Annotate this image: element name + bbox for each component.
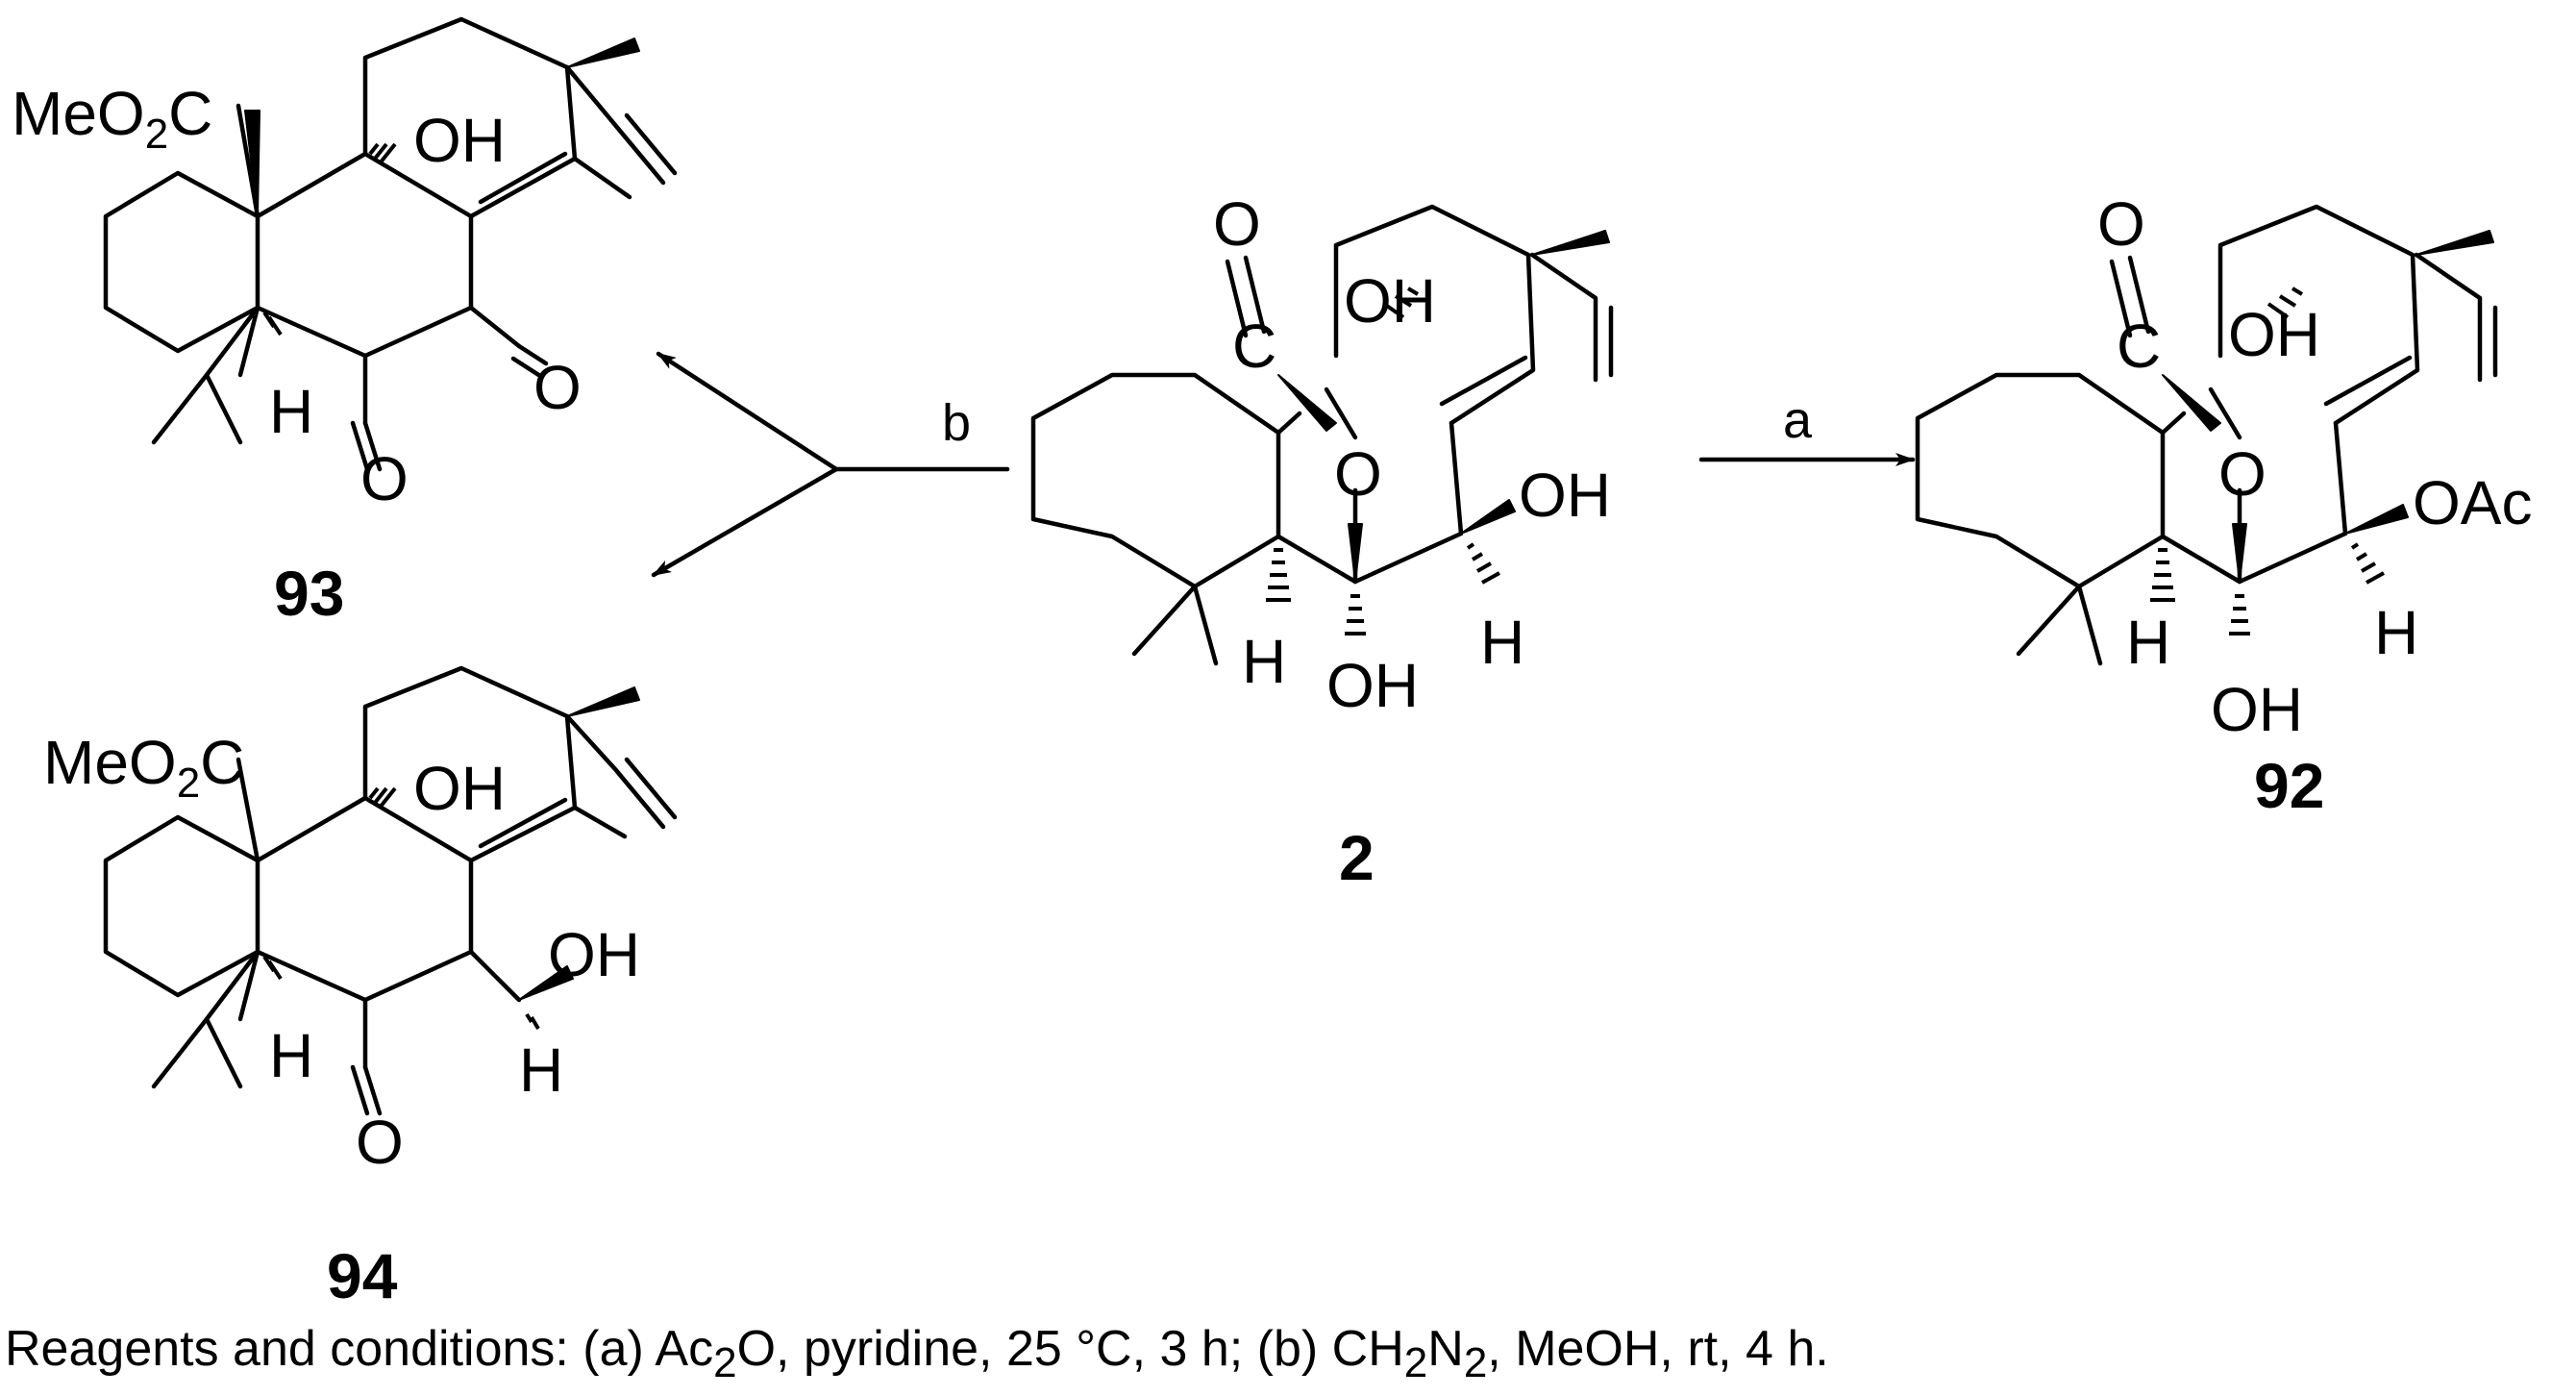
compound-94-number: 94 [327,1240,398,1311]
compound-92: O C OH O OAc H H OH 92 [1915,189,2532,821]
compound-2: O C OH O OH H H OH 2 [1030,189,1614,893]
compound-2-c-carbonyl: C [1232,312,1276,381]
compound-94-oh-upper: OH [413,754,506,823]
compound-92-skeleton [1915,204,2498,666]
compound-92-h-right: H [2374,598,2418,667]
compound-92-bridge-wedge [2162,374,2221,432]
arrow-b-down [651,466,839,578]
arrow-b-label: b [942,394,971,452]
compound-93-oh: OH [413,106,506,175]
compound-94-o-bottom: O [356,1108,404,1177]
compound-2-o-top: O [1213,189,1261,259]
arrow-a: a [1698,391,1916,466]
compound-94-h-right: H [519,1035,563,1105]
compound-2-bridge-wedge [1277,374,1337,432]
compound-93-o-ring: O [533,353,582,422]
compound-2-number: 2 [1339,822,1375,893]
compound-2-h-right: H [1480,608,1524,677]
compound-94-hashes [262,786,540,1031]
compound-93-number: 93 [274,558,344,629]
compound-92-hashes [2150,287,2385,636]
compound-93-hashes [262,142,397,337]
compound-92-o-wedge [2232,523,2247,583]
compound-2-oh-right-wedge [1460,499,1516,535]
compound-2-oh-bottom: OH [1326,651,1419,720]
compound-94-meo2c: MeO2C [43,728,244,807]
compound-93-methyl-wedge [566,37,640,68]
compound-92-oac-wedge [2344,504,2409,535]
compound-94: MeO2C OH OH H H O [43,665,678,1311]
compound-2-oh-wedge [1348,523,1363,583]
compound-93-skeleton [103,16,678,472]
compound-92-h-left: H [2126,608,2170,677]
compound-93-ester-wedge [244,110,260,217]
compound-94-skeleton [103,665,678,1116]
compound-2-oh-right: OH [1519,461,1611,530]
compound-93: MeO2C OH O O H [12,16,678,629]
arrow-b: b [651,351,1010,578]
compound-92-oac: OAc [2413,468,2532,537]
compound-94-oh-wedge [518,965,574,1001]
compound-2-o-bridge: O [1334,439,1382,509]
compound-92-number: 92 [2254,750,2324,821]
compound-94-oh-right: OH [548,920,640,989]
compound-94-methyl-wedge [566,686,640,717]
compound-93-meo2c: MeO2C [12,79,212,158]
compound-92-o-bridge: O [2218,439,2266,509]
compound-2-skeleton [1030,204,1614,666]
compound-92-methyl-wedge [2415,230,2494,256]
compound-92-c-carbonyl: C [2117,312,2161,381]
compound-2-hashes [1266,287,1500,636]
compound-92-o-top: O [2097,189,2145,259]
compound-92-oh-upper: OH [2228,300,2320,369]
compound-92-oh-bottom: OH [2211,675,2303,744]
compound-2-methyl-wedge [1531,230,1610,256]
compound-2-h-left: H [1242,627,1286,696]
arrow-b-up [656,351,839,472]
compound-93-h: H [269,377,313,446]
arrow-a-label: a [1783,391,1813,449]
compound-2-oh-upper: OH [1344,266,1436,336]
reagents-caption: Reagents and conditions: (a) Ac2O, pyrid… [5,1321,1829,1386]
compound-93-o-bottom: O [360,444,409,513]
compound-94-h-left: H [269,1021,313,1090]
